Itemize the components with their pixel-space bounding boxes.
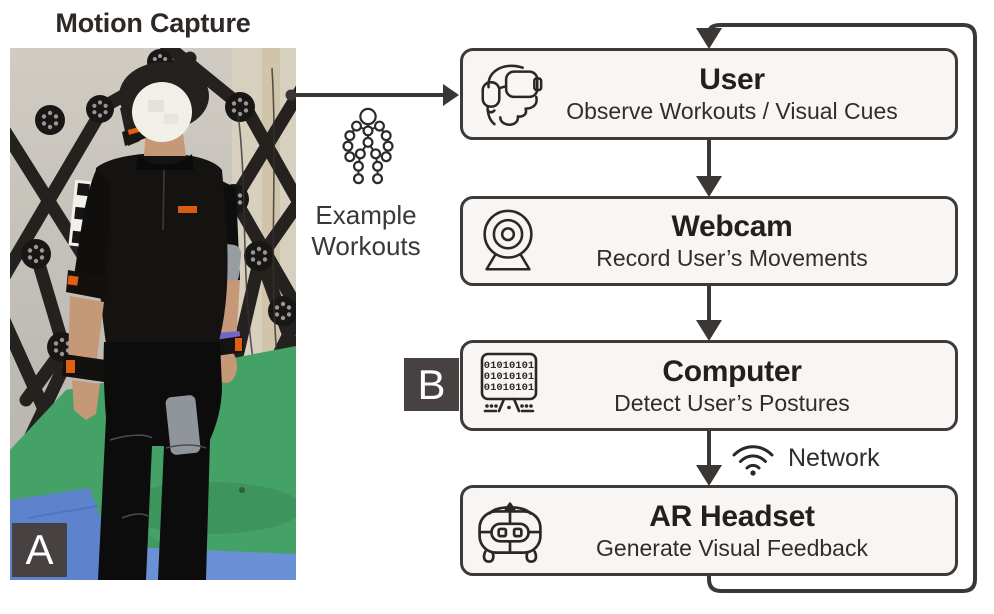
example-workouts-label: Example Workouts	[288, 200, 444, 262]
flow-node-webcam: Webcam Record User’s Movements	[460, 196, 958, 286]
arrowhead-into-user-left	[443, 84, 459, 106]
binary-row-2: 01010101	[484, 371, 534, 383]
example-workouts-line1: Example	[315, 200, 417, 230]
binary-row-3: 01010101	[484, 382, 534, 394]
motion-capture-scene	[10, 48, 296, 580]
vr-user-icon	[481, 64, 543, 126]
node-title-webcam: Webcam	[671, 210, 793, 243]
mocap-skeleton-icon	[342, 107, 394, 185]
arrowhead-into-computer	[696, 320, 722, 341]
flow-node-user: User Observe Workouts / Visual Cues	[460, 48, 958, 140]
node-subtitle-ar-headset: Generate Visual Feedback	[596, 534, 868, 561]
label-b-text: B	[417, 360, 446, 408]
label-a-badge: A	[12, 523, 67, 577]
flow-node-computer: 01010101 01010101 01010101 Computer Dete…	[460, 340, 958, 431]
binary-row-1: 01010101	[484, 360, 534, 372]
network-label: Network	[788, 444, 880, 472]
webcam-icon	[483, 209, 533, 271]
node-subtitle-user: Observe Workouts / Visual Cues	[566, 98, 898, 124]
example-workouts-line2: Workouts	[311, 231, 421, 261]
motion-capture-photo: A	[10, 48, 296, 580]
node-title-computer: Computer	[662, 354, 802, 388]
arrowhead-feedback-into-user	[696, 28, 722, 49]
node-subtitle-webcam: Record User’s Movements	[596, 245, 868, 271]
flow-node-ar-headset: AR Headset Generate Visual Feedback	[460, 485, 958, 576]
node-title-ar-headset: AR Headset	[649, 499, 815, 533]
ar-headset-icon	[478, 501, 542, 563]
arrowhead-into-webcam	[696, 176, 722, 197]
motion-capture-title: Motion Capture	[55, 8, 251, 38]
computer-binary-icon: 01010101 01010101 01010101	[480, 352, 538, 412]
arrowhead-into-ar-headset	[696, 465, 722, 486]
person-in-mocap-suit	[62, 62, 244, 580]
wifi-icon	[732, 445, 774, 476]
node-subtitle-computer: Detect User’s Postures	[614, 389, 850, 416]
node-title-user: User	[699, 63, 765, 96]
label-b-badge: B	[404, 358, 459, 411]
network-indicator: Network	[730, 440, 880, 476]
label-a-text: A	[25, 526, 54, 573]
